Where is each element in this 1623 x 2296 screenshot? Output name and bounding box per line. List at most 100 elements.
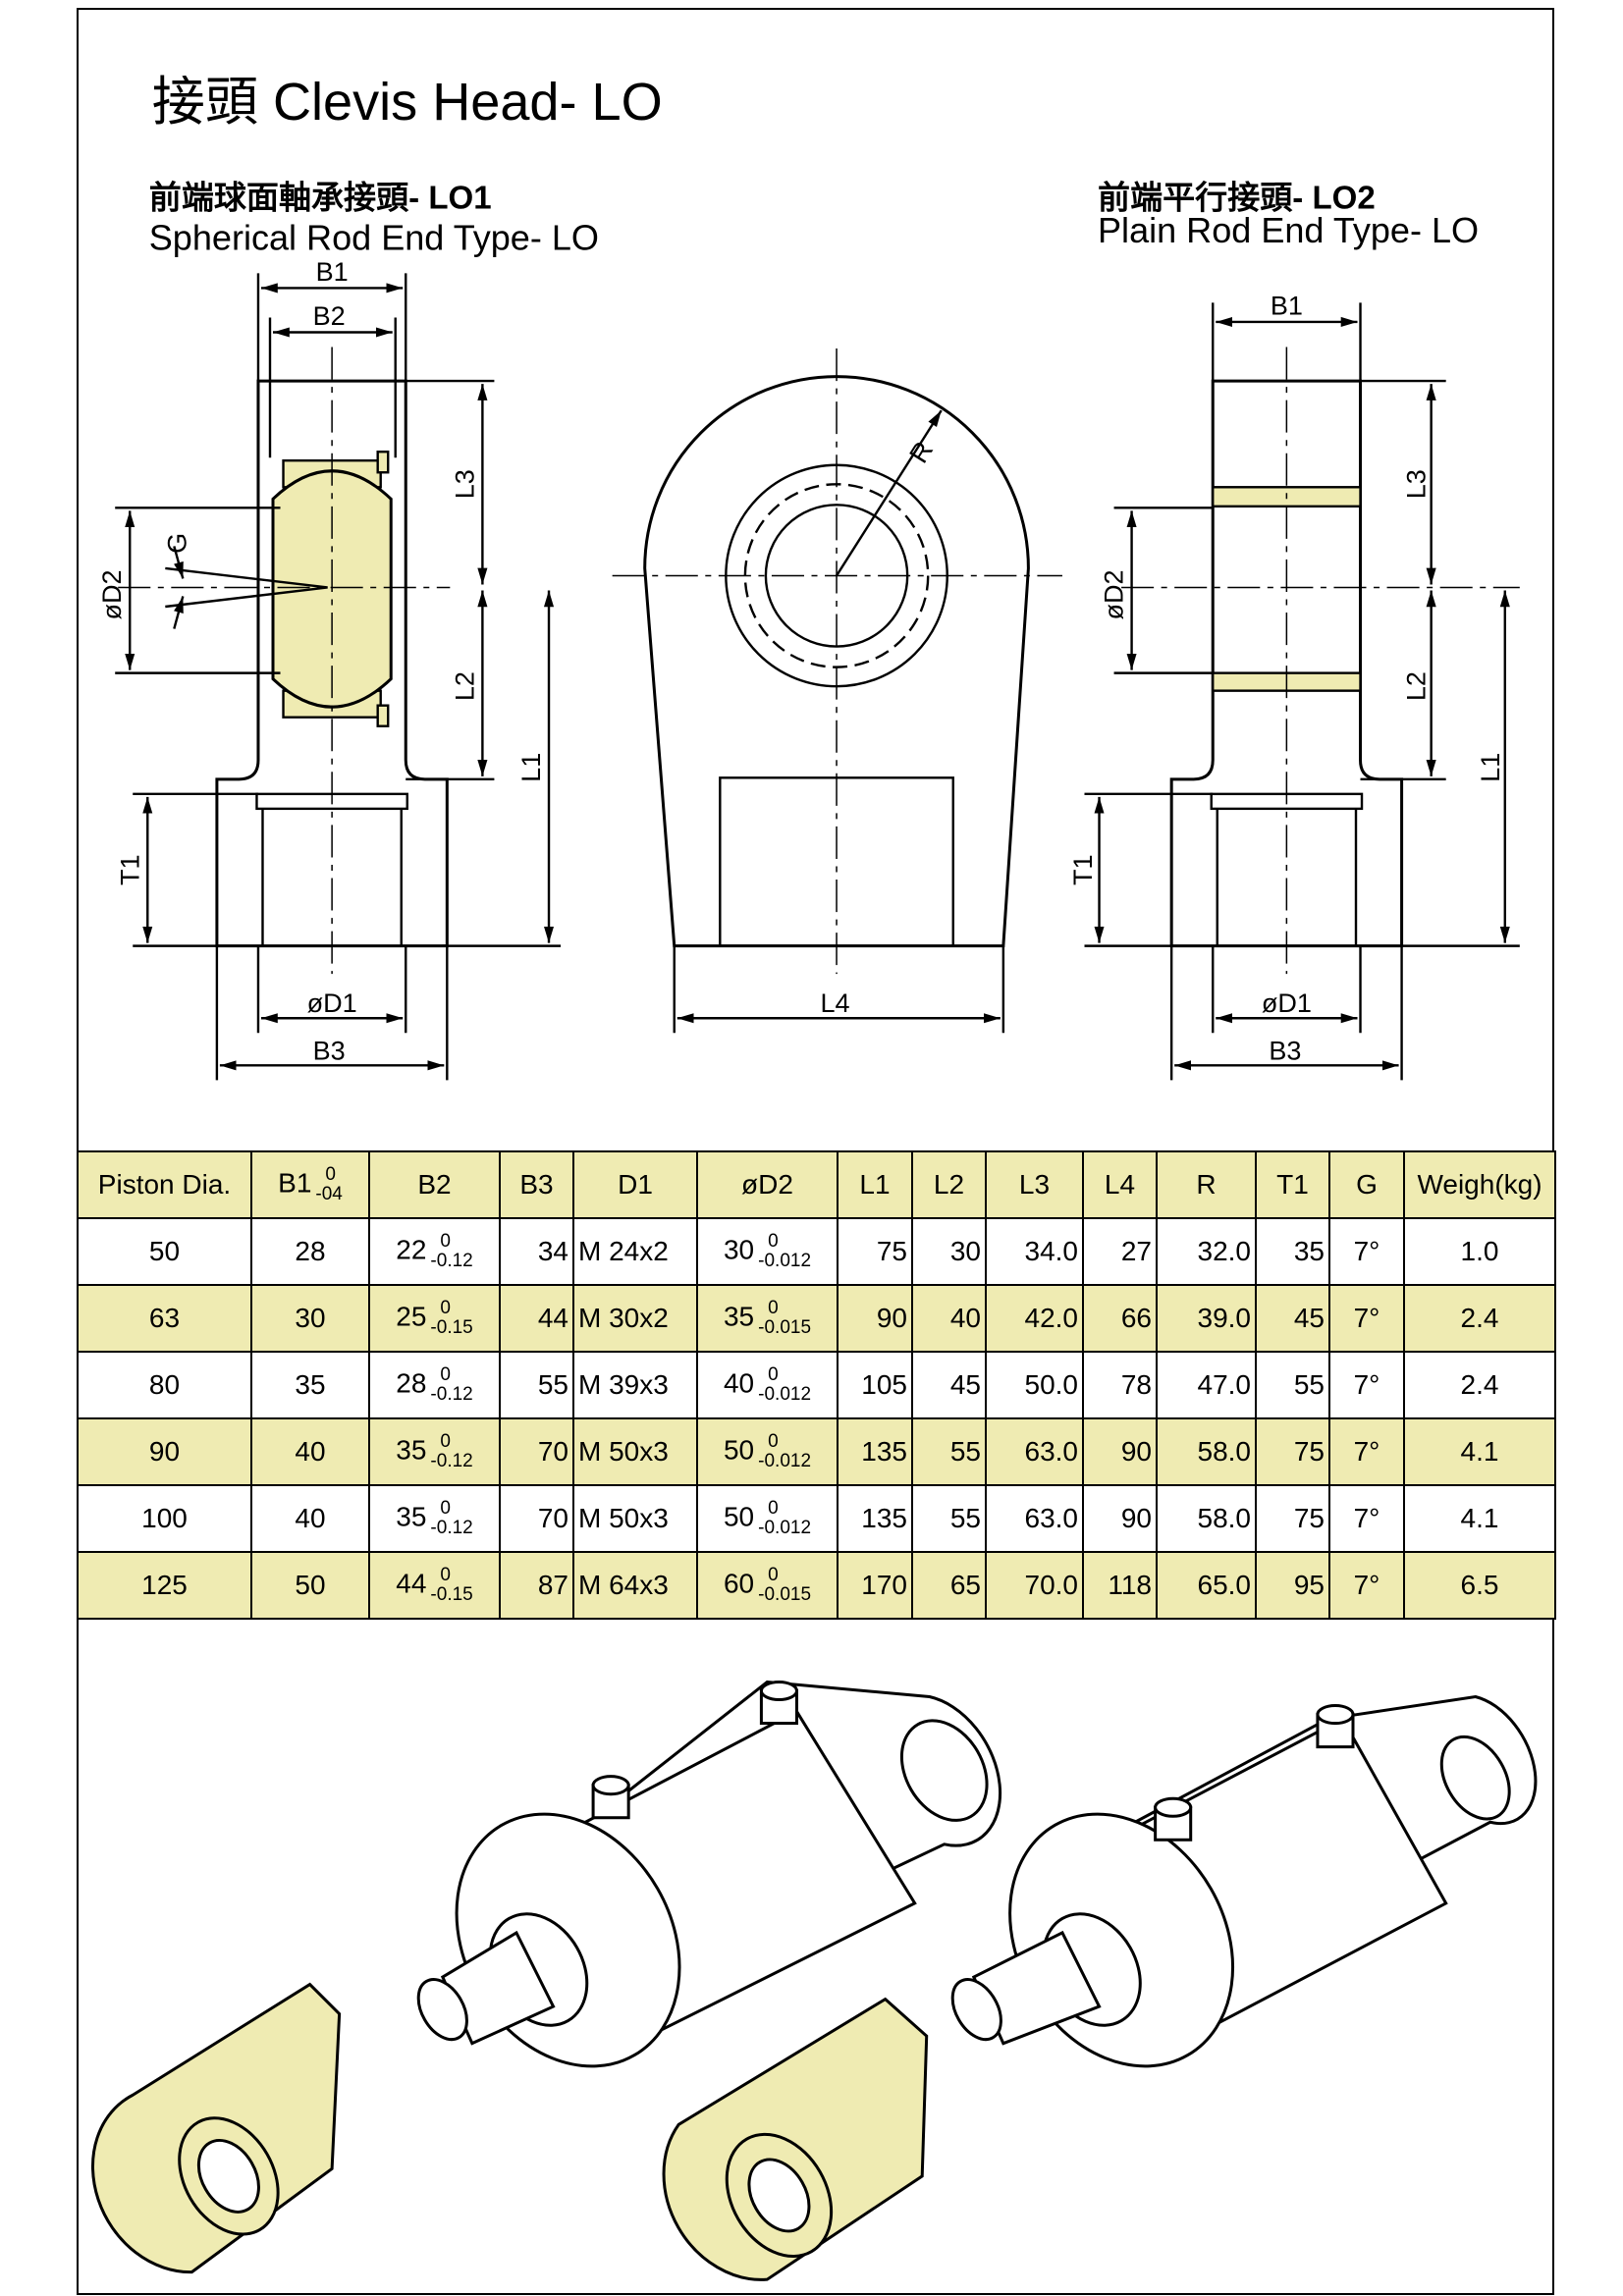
cell-value: 45 [949,1369,981,1400]
cell-value: 35 [396,1501,427,1532]
column-header: L3 [985,1150,1084,1219]
cell-value: 60 [723,1568,755,1599]
dim-label-l2: L2 [450,671,479,701]
cell-value: 39.0 [1197,1303,1252,1333]
table-cell: 28 [250,1217,370,1286]
cell-value: 75 [876,1236,907,1266]
cell-value: 7° [1353,1570,1380,1600]
cell-value: 40 [949,1303,981,1333]
column-header: D1 [572,1150,698,1219]
cell-value: 2.4 [1460,1369,1499,1400]
cell-value: B1 [278,1167,312,1199]
table-cell: M 64x3 [572,1551,698,1620]
cell-value: 50 [148,1236,181,1266]
cell-value: L2 [933,1169,965,1200]
table-cell: 50 [250,1551,370,1620]
tolerance: 0-0.12 [430,1231,473,1271]
cell-value: M 39x3 [578,1369,669,1400]
tolerance: 0-0.012 [758,1364,812,1405]
table-cell: 100 [77,1484,252,1553]
column-header: T1 [1255,1150,1330,1219]
table-cell: 47.0 [1156,1351,1257,1419]
table-cell: 75 [837,1217,913,1286]
table-cell: 170 [837,1551,913,1620]
cell-value: 34.0 [1024,1236,1079,1266]
table-cell: 78 [1082,1351,1158,1419]
cell-value: T1 [1276,1169,1309,1200]
table-cell: 7° [1328,1351,1405,1419]
right-view-title-en: Plain Rod End Type- LO [1098,210,1479,250]
dim-label-b1: B1 [1271,291,1303,320]
table-cell: 55 [499,1351,574,1419]
right-view-title-cn: 前端平行接頭- LO2 [1098,179,1376,216]
cell-value: 7° [1353,1236,1380,1266]
table-cell: 63.0 [985,1417,1084,1486]
cell-value: 22 [396,1234,427,1265]
cell-value: 78 [1120,1369,1152,1400]
column-header: L4 [1082,1150,1158,1219]
cell-value: 50.0 [1024,1369,1079,1400]
cell-value: 35 [723,1301,755,1332]
cell-value: 55 [537,1369,568,1400]
cell-value: 105 [861,1369,907,1400]
cell-value: L4 [1104,1169,1136,1200]
cell-value: 70 [537,1436,568,1467]
column-header: B3 [499,1150,574,1219]
cell-value: 70.0 [1024,1570,1079,1600]
column-header: G [1328,1150,1405,1219]
dim-label-l2: L2 [1402,671,1432,701]
table-cell: 32.0 [1156,1217,1257,1286]
table-cell: 2.4 [1403,1351,1556,1419]
cell-value: 90 [1120,1503,1152,1533]
cell-value: 42.0 [1024,1303,1079,1333]
left-view-spherical: B1 B2 øD1 B3 L3 L2 L1 T1 øD2 G [97,257,562,1081]
cell-value: 30 [295,1303,326,1333]
table-cell: 7° [1328,1417,1405,1486]
cell-value: L3 [1018,1169,1051,1200]
tolerance: 0-0.015 [758,1565,812,1605]
table-cell: 7° [1328,1217,1405,1286]
cell-value: 100 [141,1503,188,1533]
tolerance: 0-0.12 [430,1364,473,1405]
cell-value: 7° [1353,1436,1380,1467]
table-cell: 40 [911,1284,987,1353]
table-cell: 75 [1255,1417,1330,1486]
cell-value: 32.0 [1197,1236,1252,1266]
cell-value: Weigh(kg) [1417,1169,1542,1200]
dim-label-b1: B1 [316,257,349,287]
cell-value: 28 [295,1236,326,1266]
table-cell: 27 [1082,1217,1158,1286]
table-cell: 90 [837,1284,913,1353]
table-cell: 4.1 [1403,1417,1556,1486]
dim-label-d1: øD1 [1262,988,1312,1018]
table-cell: 1.0 [1403,1217,1556,1286]
column-header: L1 [837,1150,913,1219]
cell-value: 58.0 [1197,1436,1252,1467]
cell-value: 87 [537,1570,568,1600]
cell-value: 118 [1108,1570,1152,1600]
cell-value: 75 [1293,1436,1325,1467]
tolerance: 0-0.15 [430,1565,473,1605]
cell-value: 90 [876,1303,907,1333]
column-header: L2 [911,1150,987,1219]
cell-value: 80 [148,1369,181,1400]
cell-value: 58.0 [1197,1503,1252,1533]
dim-label-l3: L3 [450,469,479,499]
tolerance: 0-0.012 [758,1498,812,1538]
tolerance: 0-04 [315,1164,343,1204]
table-cell: 95 [1255,1551,1330,1620]
table-cell: 80 [77,1351,252,1419]
cell-value: 4.1 [1460,1436,1499,1467]
cell-value: 50 [723,1501,755,1532]
table-cell: 105 [837,1351,913,1419]
cell-value: 65 [949,1570,981,1600]
cell-value: 125 [141,1570,188,1600]
